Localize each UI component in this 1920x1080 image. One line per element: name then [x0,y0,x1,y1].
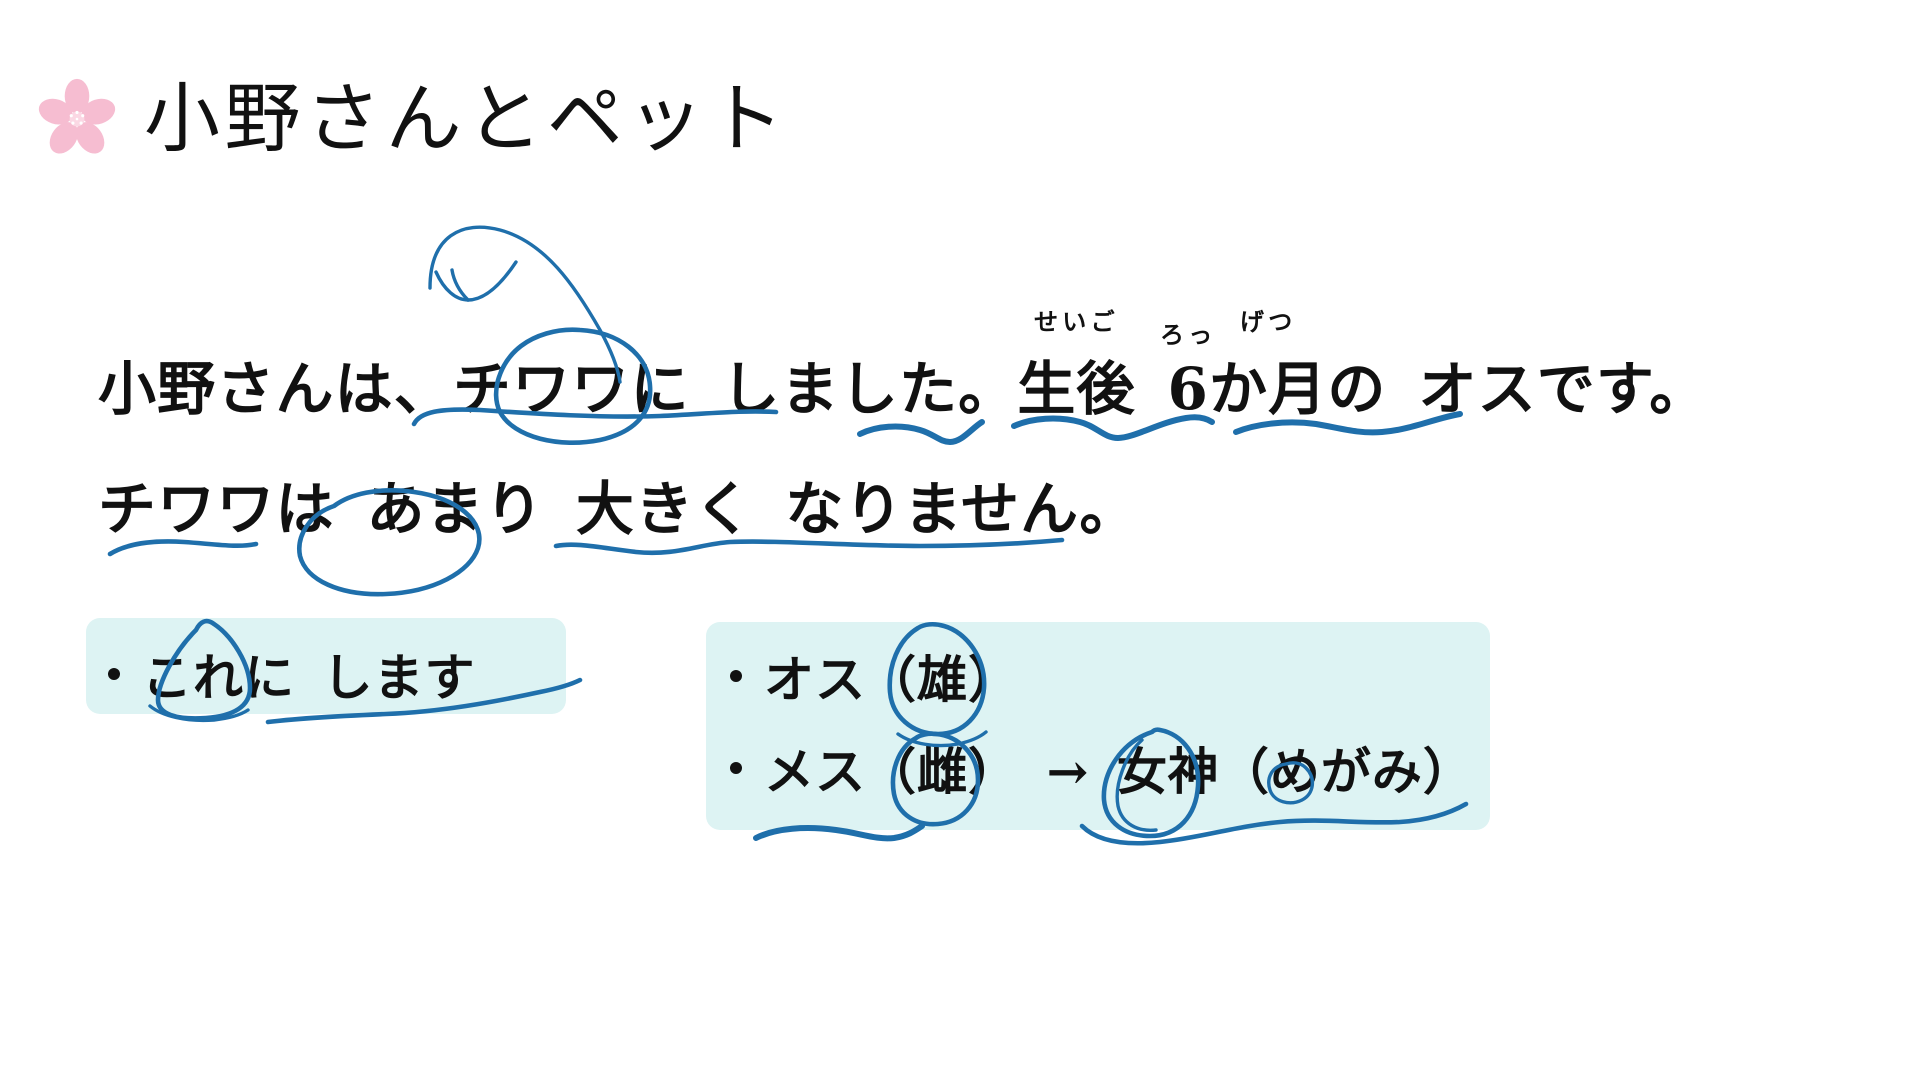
slide-title-row: 小野さんとペット [36,78,788,160]
ruby-text-seigo: せいご [1033,307,1119,336]
sentence-2-part-amari: あまり [366,475,545,543]
sentence-1-part-osudesu: オスです。 [1418,355,1709,423]
bullet-right-1-part-osu: オス [764,650,866,709]
sentence-1-part-chiwawa: チワワに [452,355,690,423]
bullet-point-icon [730,670,742,682]
bullet-right-1-text: オス（雄） [764,640,1019,712]
sentence-1-part-3: しました。 [721,355,1018,423]
sentence-1-part-seigo: 生後 [1017,355,1136,423]
ruby-text-getsu: げつ [1239,307,1297,336]
sentence-1-part-1: 小野さんは、 [98,355,453,423]
bullet-right-2-part-kanji: （雌） [866,742,1019,801]
bullet-point-icon [108,668,120,680]
sentence-2-part-ookiku: 大きく [575,475,754,543]
bullet-left-part-shimasu: します [322,648,476,707]
bullet-right-2-arrow: → [1046,742,1090,801]
sakura-flower-icon [38,78,116,154]
bullet-right-1-part-kanji: （雄） [866,650,1019,709]
highlight-box-right [706,622,1490,830]
sentence-1-part-kagetsu: か月 [1209,355,1328,423]
bullet-left-text: これにします [142,638,476,710]
bullet-right-2-part-megami: 女神 [1116,742,1219,801]
bullet-right-2-text: メス（雌） → 女神（めがみ） [764,732,1474,804]
sentence-1-part-no: の [1327,355,1387,423]
arrow-head-above-chiwawa [434,260,518,302]
sentence-2-part-narimasen: なりません。 [785,475,1139,543]
bullet-right-2-part-mesu: メス [764,742,866,801]
body-sentence-2: チワワはあまり大きくなりません。 [98,462,1139,546]
bullet-point-icon [730,762,742,774]
sentence-2-part-1: チワワは [98,475,335,543]
bullet-item-mesu-megami: メス（雌） → 女神（めがみ） [730,732,1474,804]
bullet-item-osu: オス（雄） [730,640,1019,712]
ruby-group-seigo: せいご生後 [1017,307,1136,426]
arrow-head-tip [450,268,470,302]
ruby-text-rok: ろっ [1159,320,1217,349]
bullet-right-2-part-reading: （めがみ） [1218,742,1474,801]
sentence-1-part-six: 6 [1167,355,1210,423]
page-title: 小野さんとペット [144,74,789,163]
ruby-group-getsu: げつか月 [1209,307,1328,426]
bullet-left-part-kore: これに [142,648,295,707]
bullet-item-kore-ni-shimasu: これにします [108,638,476,710]
